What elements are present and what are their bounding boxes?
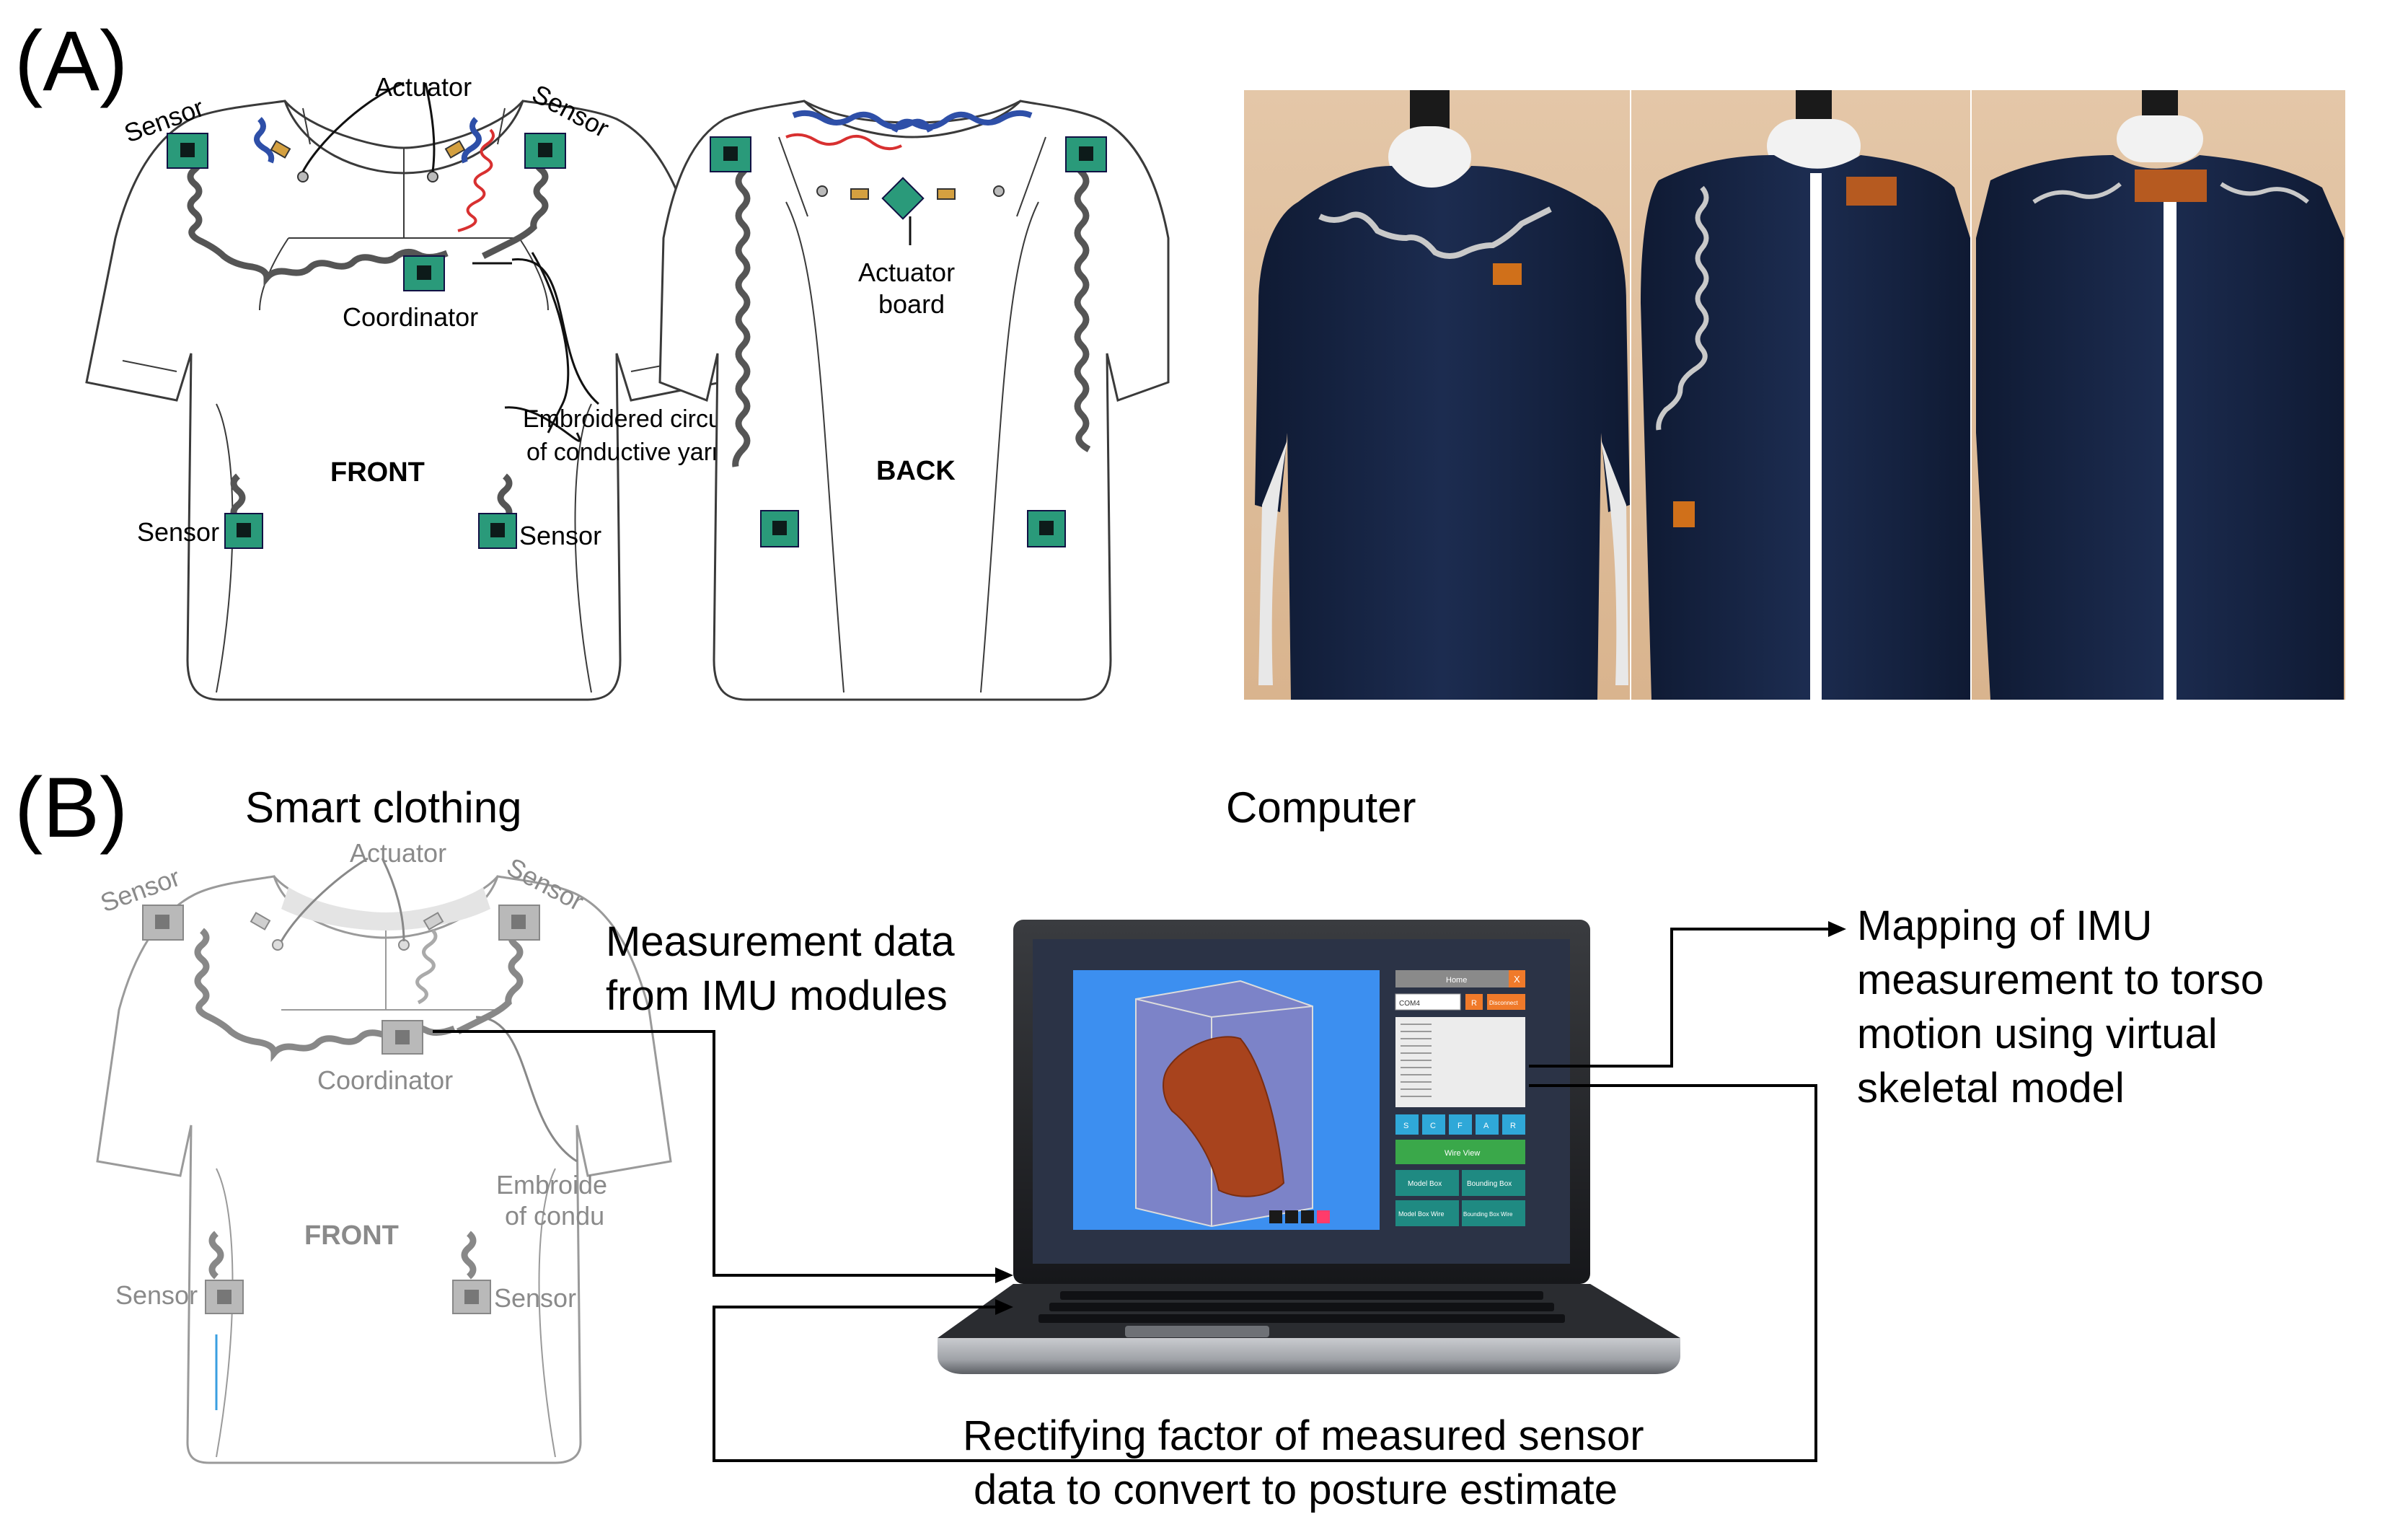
app-btn-f-label: F	[1457, 1122, 1463, 1130]
app-port-value: COM4	[1399, 1000, 1420, 1008]
app-r-label: R	[1471, 999, 1477, 1008]
front-shirt-outline	[85, 100, 723, 701]
smart-clothing-shirt: Actuator Sensor Sensor Coordinator Embro…	[96, 838, 672, 1464]
app-wire-view-button[interactable]	[1395, 1140, 1525, 1164]
computer-title: Computer	[1226, 783, 1416, 832]
arrowhead-mapping	[1828, 921, 1846, 937]
app-wire-view-label: Wire View	[1445, 1149, 1480, 1158]
app-model-box-label: Model Box	[1408, 1180, 1442, 1188]
app-btn-c[interactable]	[1422, 1114, 1445, 1135]
smart-embroid-line2: of condu	[505, 1201, 604, 1231]
app-btn-f[interactable]	[1449, 1114, 1472, 1135]
arrow-to-mapping	[1529, 928, 1832, 1068]
measurement-line1: Measurement data	[606, 918, 955, 965]
arrowhead-measurement	[995, 1267, 1013, 1283]
smart-front-title: FRONT	[304, 1220, 399, 1251]
smart-sensor-bl-label: Sensor	[115, 1280, 198, 1310]
rectify-line1: Rectifying factor of measured sensor	[963, 1412, 1644, 1459]
app-bounding-box-button[interactable]	[1462, 1170, 1525, 1196]
front-coordinator-label: Coordinator	[343, 302, 478, 332]
app-btn-s[interactable]	[1395, 1114, 1419, 1135]
front-embroidered-line2: of conductive yarn	[526, 439, 726, 466]
laptop-trackpad[interactable]	[1125, 1326, 1269, 1337]
app-btn-s-label: S	[1403, 1122, 1408, 1130]
mapping-line4: skeletal model	[1857, 1065, 2125, 1112]
app-disconnect-label: Disconnect	[1489, 1000, 1518, 1006]
mapping-line1: Mapping of IMU	[1857, 902, 2152, 949]
panel-a-label: (A)	[14, 14, 128, 109]
app-port-select[interactable]	[1395, 993, 1461, 1011]
app-close-label: X	[1514, 974, 1520, 985]
front-title: FRONT	[330, 457, 425, 488]
laptop: Home X COM4 R Disconnect S C F A R Wire …	[938, 920, 1680, 1374]
smart-embroid-line1: Embroide	[496, 1170, 607, 1200]
app-model-box-wire-label: Model Box Wire	[1398, 1210, 1445, 1218]
app-btn-r-label: R	[1510, 1122, 1516, 1130]
app-btn-a-label: A	[1483, 1122, 1489, 1130]
app-btn-c-label: C	[1430, 1122, 1436, 1130]
smart-coordinator-label: Coordinator	[317, 1065, 453, 1095]
back-actuator-board-line1: Actuator	[858, 258, 955, 287]
back-shirt-diagram: Actuator board BACK	[658, 100, 1170, 701]
back-title: BACK	[876, 456, 956, 486]
back-actuator-board-line2: board	[878, 289, 945, 319]
front-actuator-label: Actuator	[375, 72, 472, 102]
app-bounding-box-label: Bounding Box	[1467, 1180, 1512, 1188]
front-shirt-diagram: Actuator Sensor Sensor Coordinator Embro…	[85, 72, 734, 701]
smart-clothing-title: Smart clothing	[245, 783, 522, 832]
app-btn-r[interactable]	[1502, 1114, 1525, 1135]
measurement-line2: from IMU modules	[606, 972, 948, 1019]
back-shirt-outline	[658, 100, 1170, 701]
front-embroidered-line1: Embroidered circuit	[523, 405, 734, 433]
app-home-bar[interactable]	[1395, 970, 1525, 987]
smart-actuator-label: Actuator	[350, 838, 446, 868]
app-model-box-button[interactable]	[1395, 1170, 1459, 1196]
app-disconnect-button[interactable]	[1487, 994, 1525, 1010]
app-log-area	[1395, 1017, 1525, 1107]
app-btn-a[interactable]	[1476, 1114, 1499, 1135]
arrow-measurement-to-laptop	[433, 1030, 999, 1277]
app-r-button[interactable]	[1465, 994, 1483, 1010]
front-sensor-bl-label: Sensor	[137, 517, 219, 547]
arrow-rectifying-feedback	[713, 1084, 1817, 1462]
laptop-base	[938, 1338, 1680, 1374]
app-model-box-wire-button[interactable]	[1395, 1200, 1459, 1226]
app-bounding-box-wire-button[interactable]	[1462, 1200, 1525, 1226]
torso-model	[1163, 1036, 1285, 1197]
app-bounding-box-wire-label: Bounding Box Wire	[1463, 1211, 1513, 1218]
rectify-line2: data to convert to posture estimate	[974, 1466, 1618, 1513]
mapping-line3: motion using virtual	[1857, 1011, 2218, 1057]
garment-photos	[1244, 90, 2345, 700]
panel-b-label: (B)	[14, 760, 128, 855]
smart-sensor-br-label: Sensor	[494, 1283, 576, 1313]
mapping-line2: measurement to torso	[1857, 956, 2264, 1003]
arrowhead-rectifying	[995, 1299, 1013, 1315]
flow-arrows	[433, 928, 1832, 1462]
front-sensor-br-label: Sensor	[519, 521, 601, 550]
app-close-button[interactable]	[1509, 970, 1525, 987]
app-home-label: Home	[1446, 976, 1467, 985]
